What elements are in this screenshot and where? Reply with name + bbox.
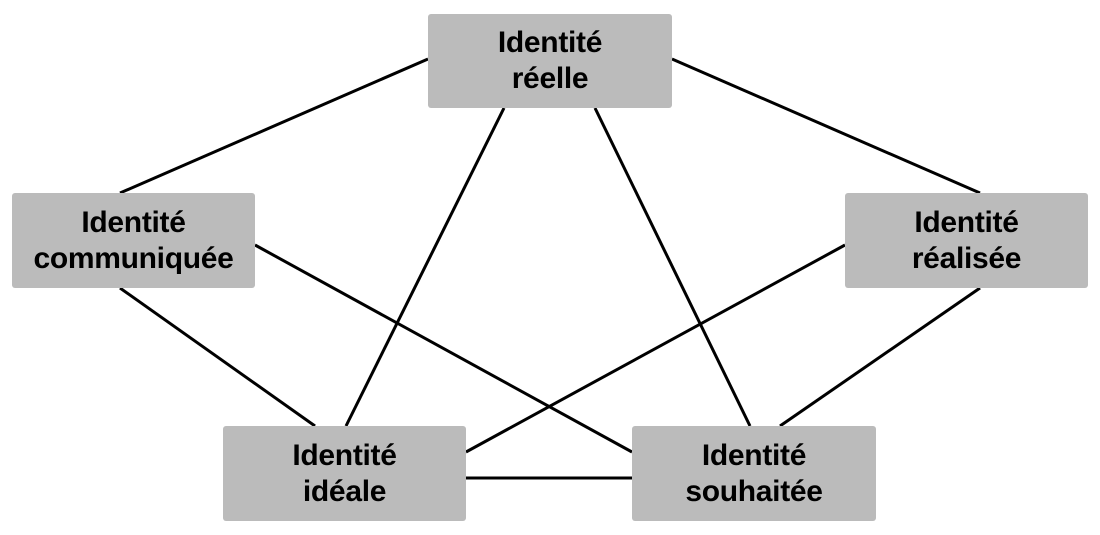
node-identite-reelle: Identité réelle xyxy=(428,14,672,108)
edge-reelle-communiquee xyxy=(119,57,429,195)
edge-communiquee-ideale xyxy=(119,286,316,428)
edge-realisee-ideale xyxy=(465,243,846,454)
edge-communiquee-souhaitee xyxy=(254,243,633,454)
edge-realisee-souhaitee xyxy=(779,286,981,428)
node-identite-realisee: Identité réalisée xyxy=(845,193,1088,288)
node-label-line2: réalisée xyxy=(911,241,1022,275)
edge-reelle-souhaitee xyxy=(593,107,752,427)
node-identite-souhaitee: Identité souhaitée xyxy=(632,426,876,521)
edge-reelle-realisee xyxy=(671,57,981,195)
node-label-line2: idéale xyxy=(302,474,387,508)
node-label-line2: réelle xyxy=(511,62,589,95)
node-label-line1: Identité xyxy=(292,438,397,472)
edge-reelle-ideale xyxy=(344,107,506,427)
node-identite-ideale: Identité idéale xyxy=(223,426,466,521)
node-label-line2: communiquée xyxy=(33,241,234,275)
node-label-line1: Identité xyxy=(914,205,1019,239)
node-label-line1: Identité xyxy=(701,438,807,472)
node-label-line1: Identité xyxy=(497,26,603,59)
node-label-line1: Identité xyxy=(81,205,186,239)
node-identite-communiquee: Identité communiquée xyxy=(12,193,255,288)
node-label-line2: souhaitée xyxy=(685,474,823,508)
